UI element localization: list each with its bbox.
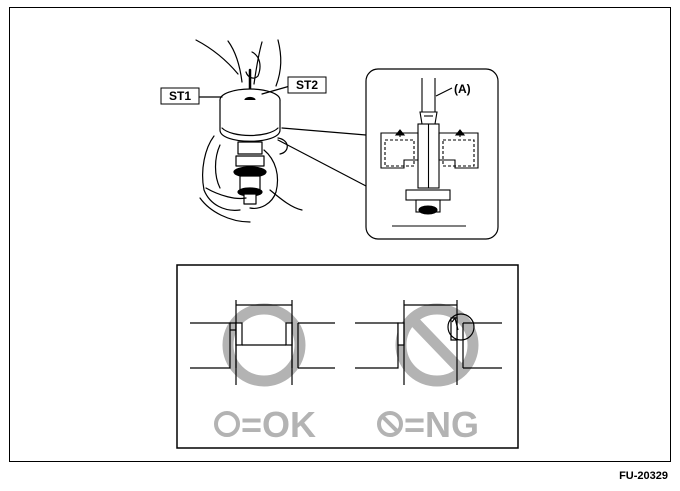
ng-cross-section [355,300,502,385]
outer-border [9,7,671,462]
ng-legend: =NG [377,404,479,445]
part-a-label: (A) [454,82,471,96]
circle-icon [214,411,240,437]
st1-label-box [160,87,200,105]
prohibited-icon-slash [380,414,400,434]
st1-label: ST1 [169,89,191,103]
figure-code: FU-20329 [619,470,668,482]
prohibited-icon [377,411,403,437]
ok-background-circle [222,303,306,387]
st2-label-box [287,76,327,94]
ok-cross-section [190,300,335,385]
ok-legend: =OK [214,404,316,445]
tool-illustration [195,39,367,223]
st2-label: ST2 [296,78,318,92]
ok-legend-text: =OK [241,404,316,445]
zoom-detail-drawing [380,78,479,227]
ng-legend-text: =NG [404,404,479,445]
